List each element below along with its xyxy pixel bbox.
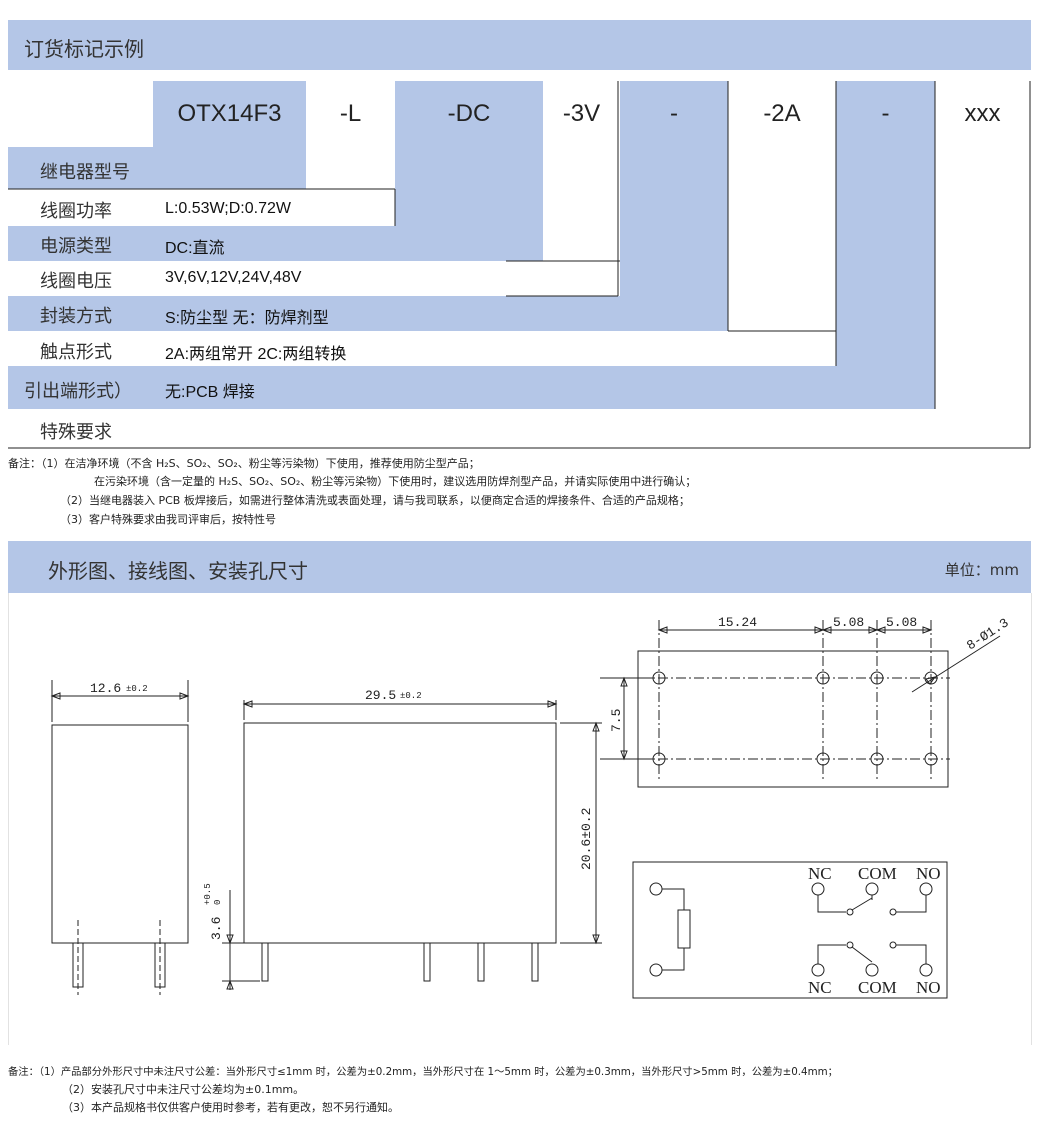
contact-label-bottom-com: COM bbox=[858, 978, 897, 997]
section-banner-drawing: 外形图、接线图、安装孔尺寸 单位：mm bbox=[8, 541, 1031, 593]
section-banner-order: 订货标记示例 bbox=[8, 20, 1031, 70]
order-code-power-type: -DC bbox=[447, 100, 491, 127]
dim-pin-length: 3.6 bbox=[209, 917, 224, 940]
dim-front-tol: ±0.2 bbox=[400, 691, 422, 701]
row-value-coil-power: L:0.53W;D:0.72W bbox=[165, 200, 291, 217]
col-block-package bbox=[620, 81, 728, 331]
row-label-terminal: 引出端形式） bbox=[24, 381, 132, 402]
order-code-special: xxx bbox=[964, 100, 1001, 127]
order-code-contact: -2A bbox=[763, 100, 801, 127]
order-note-3: （3）客户特殊要求由我司评审后，按特性号 bbox=[60, 513, 276, 526]
drawing-note-2: （2）安装孔尺寸中未注尺寸公差均为±0.1mm。 bbox=[62, 1083, 305, 1096]
drawing-frame bbox=[8, 593, 1032, 1045]
drawing-note-3: （3）本产品规格书仅供客户使用时参考，若有更改，恕不另行通知。 bbox=[62, 1101, 399, 1114]
order-note-2: （2）当继电器装入 PCB 板焊接后，如需进行整体清洗或表面处理，请与我司联系，… bbox=[60, 494, 690, 507]
dim-height: 20.6±0.2 bbox=[579, 808, 594, 870]
section-title-drawing: 外形图、接线图、安装孔尺寸 bbox=[48, 559, 308, 583]
row-label-special: 特殊要求 bbox=[40, 422, 112, 443]
hole-layout bbox=[600, 620, 1001, 788]
order-code-model: OTX14F3 bbox=[177, 100, 282, 127]
order-code-voltage: -3V bbox=[562, 100, 601, 127]
unit-label: 单位：mm bbox=[944, 561, 1019, 579]
dim-row-pitch: 7.5 bbox=[609, 709, 624, 732]
dim-hole-pitch-3: 5.08 bbox=[886, 615, 917, 630]
dim-pin-tol-low: 0 bbox=[213, 900, 223, 905]
row-label-model: 继电器型号 bbox=[40, 162, 130, 183]
row-label-coil-power: 线圈功率 bbox=[40, 201, 112, 222]
contact-label-top-com: COM bbox=[858, 864, 897, 883]
dim-pin-tol-up: +0.5 bbox=[203, 883, 213, 905]
row-value-package: S:防尘型 无：防焊剂型 bbox=[165, 310, 329, 327]
contact-label-top-nc: NC bbox=[808, 864, 832, 883]
row-label-voltage: 线圈电压 bbox=[40, 271, 112, 292]
order-note-1: 备注：（1）在洁净环境（不含 H₂S、SO₂、SO₂、粉尘等污染物）下使用，推荐… bbox=[8, 457, 480, 470]
contact-label-bottom-no: NO bbox=[916, 978, 941, 997]
dim-side-width: 12.6 bbox=[90, 681, 121, 696]
order-code-terminal: - bbox=[881, 100, 890, 127]
row-value-contact: 2A:两组常开 2C:两组转换 bbox=[165, 346, 347, 363]
dim-side-tol: ±0.2 bbox=[126, 684, 148, 694]
dim-hole-pitch-1: 15.24 bbox=[718, 615, 757, 630]
col-block-model bbox=[153, 81, 306, 189]
contact-label-bottom-nc: NC bbox=[808, 978, 832, 997]
order-note-1b: 在污染环境（含一定量的 H₂S、SO₂、SO₂、粉尘等污染物）下使用时，建议选用… bbox=[94, 475, 697, 488]
contact-label-top-no: NO bbox=[916, 864, 941, 883]
row-stripe-package bbox=[8, 296, 728, 331]
side-view bbox=[50, 680, 190, 995]
section-title-order: 订货标记示例 bbox=[24, 37, 144, 61]
row-label-package: 封装方式 bbox=[40, 306, 112, 327]
row-value-power-type: DC:直流 bbox=[165, 240, 225, 257]
row-value-voltage: 3V,6V,12V,24V,48V bbox=[165, 269, 302, 286]
order-code-coil-power: -L bbox=[339, 100, 362, 127]
order-table-lines bbox=[8, 81, 1031, 449]
row-label-contact: 触点形式 bbox=[40, 342, 112, 363]
front-view bbox=[222, 700, 602, 990]
row-label-power-type: 电源类型 bbox=[40, 236, 112, 257]
dim-hole-pitch-2: 5.08 bbox=[833, 615, 864, 630]
row-stripe-terminal bbox=[8, 366, 935, 409]
dim-hole-diameter: 8-Ø1.3 bbox=[964, 615, 1011, 653]
wiring-diagram bbox=[632, 861, 948, 999]
drawing-note-1: 备注：（1）产品部分外形尺寸中未注尺寸公差：当外形尺寸≤1mm 时，公差为±0.… bbox=[8, 1066, 838, 1078]
col-block-power-type bbox=[395, 81, 543, 261]
dim-front-width: 29.5 bbox=[365, 688, 396, 703]
row-value-terminal: 无:PCB 焊接 bbox=[165, 384, 255, 401]
order-code-package: - bbox=[670, 100, 678, 127]
col-block-terminal bbox=[836, 81, 935, 409]
